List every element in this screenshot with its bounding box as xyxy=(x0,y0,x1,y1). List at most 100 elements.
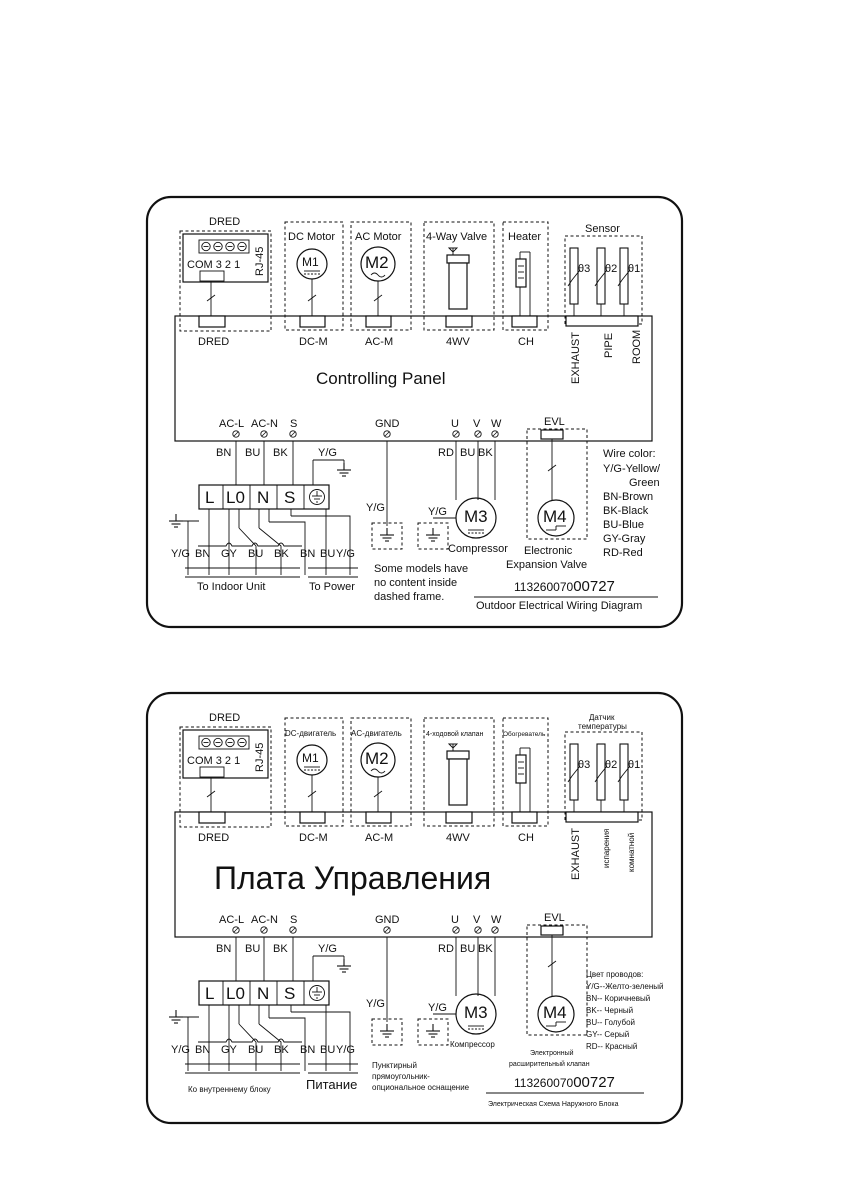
english-rj45-label: RJ-45 xyxy=(254,247,266,276)
english-wiring-diagram: Controlling Panel DRED COM 3 2 1 RJ-45 D… xyxy=(145,195,684,629)
russian-note-2: прямоугольник- xyxy=(372,1072,430,1081)
russian-u-label: U xyxy=(451,914,459,926)
russian-heater-label: Обогреватель xyxy=(503,730,546,738)
russian-m4-label: M4 xyxy=(543,1003,567,1022)
english-term-n: N xyxy=(257,488,269,507)
svg-text:GY-- Серый: GY-- Серый xyxy=(586,1030,629,1039)
english-wire-bk-1: BK xyxy=(274,548,289,560)
russian-wire-yg-gnd: Y/G xyxy=(366,998,385,1010)
english-code: 11326007000727 xyxy=(514,578,615,595)
english-conn-dred: DRED xyxy=(198,336,229,348)
english-wire-yg-gnd: Y/G xyxy=(366,502,385,514)
english-acl-label: AC-L xyxy=(219,418,244,430)
russian-conn-4wv: 4WV xyxy=(446,832,471,844)
english-wire-legend: Wire color: Y/G-Yellow/ Green BN-Brown B… xyxy=(603,448,661,559)
russian-room: комнатной xyxy=(627,833,636,872)
english-com-label: COM 3 2 1 xyxy=(187,259,240,271)
russian-sensor-1: Датчик xyxy=(589,713,615,722)
russian-wire-yg-top: Y/G xyxy=(318,943,337,955)
english-wire-gy: GY xyxy=(221,548,238,560)
english-wire-bn-2: BN xyxy=(300,548,315,560)
english-theta2: θ2 xyxy=(605,263,617,275)
russian-term-l0: L0 xyxy=(226,984,245,1003)
english-v-label: V xyxy=(473,418,481,430)
russian-wire-bn-2: BN xyxy=(300,1044,315,1056)
english-evl-label: EVL xyxy=(544,416,565,428)
english-dc-motor-label: DC Motor xyxy=(288,231,335,243)
russian-conn-dcm: DC-M xyxy=(299,832,328,844)
russian-to-power: Питание xyxy=(306,1077,357,1092)
russian-wire-bn: BN xyxy=(216,943,231,955)
svg-text:Green: Green xyxy=(629,477,660,489)
english-w-label: W xyxy=(491,418,502,430)
english-wire-bu: BU xyxy=(245,447,260,459)
russian-w-label: W xyxy=(491,914,502,926)
english-note-2: no content inside xyxy=(374,577,457,589)
english-wire-yg-2: Y/G xyxy=(336,548,355,560)
svg-text:Wire color:: Wire color: xyxy=(603,448,656,460)
russian-4wv-label: 4-ходовой клапан xyxy=(426,730,484,738)
english-dred-title: DRED xyxy=(209,216,240,228)
russian-pipe: испарения xyxy=(602,829,611,868)
english-sensor-label: Sensor xyxy=(585,223,620,235)
russian-ac-motor-label: AC-двигатель xyxy=(351,729,402,738)
svg-text:BU-Blue: BU-Blue xyxy=(603,519,644,531)
russian-wire-bk-comp: BK xyxy=(478,943,493,955)
english-conn-dcm: DC-M xyxy=(299,336,328,348)
russian-dred-title: DRED xyxy=(209,712,240,724)
russian-term-n: N xyxy=(257,984,269,1003)
russian-exhaust: EXHAUST xyxy=(570,828,582,880)
svg-text:BK-Black: BK-Black xyxy=(603,505,649,517)
english-m3-label: M3 xyxy=(464,507,488,526)
russian-m1-label: M1 xyxy=(302,751,319,765)
russian-theta3: θ3 xyxy=(578,759,590,771)
russian-s-label: S xyxy=(290,914,297,926)
english-acn-label: AC-N xyxy=(251,418,278,430)
english-evalve-2: Expansion Valve xyxy=(506,559,587,571)
svg-text:BN-Brown: BN-Brown xyxy=(603,491,653,503)
russian-wire-yg-1: Y/G xyxy=(171,1044,190,1056)
russian-sensor-2: температуры xyxy=(578,722,627,731)
svg-text:Цвет проводов:: Цвет проводов: xyxy=(586,970,643,979)
english-conn-acm: AC-M xyxy=(365,336,393,348)
english-dred-jack xyxy=(182,233,269,283)
russian-conn-ch: CH xyxy=(518,832,534,844)
english-heater-label: Heater xyxy=(508,231,541,243)
english-wire-bu-2: BU xyxy=(320,548,335,560)
russian-to-indoor: Ко внутреннему блоку xyxy=(188,1085,271,1094)
russian-wire-bu-2: BU xyxy=(320,1044,335,1056)
english-wire-bk-comp: BK xyxy=(478,447,493,459)
english-diagram-title: Outdoor Electrical Wiring Diagram xyxy=(476,600,642,612)
russian-control-panel-box xyxy=(174,811,653,938)
english-wire-yg-top: Y/G xyxy=(318,447,337,459)
english-rj45-pins xyxy=(198,239,250,254)
russian-wire-bn-1: BN xyxy=(195,1044,210,1056)
svg-text:BK-- Черный: BK-- Черный xyxy=(586,1006,633,1015)
english-4wv-symbol xyxy=(446,247,470,310)
english-outer-frame xyxy=(145,195,684,629)
russian-acn-label: AC-N xyxy=(251,914,278,926)
russian-outer-frame xyxy=(145,691,684,1125)
english-m4-label: M4 xyxy=(543,507,567,526)
english-note-1: Some models have xyxy=(374,563,468,575)
english-conn-ch: CH xyxy=(518,336,534,348)
english-conn-4wv: 4WV xyxy=(446,336,471,348)
svg-text:RD-Red: RD-Red xyxy=(603,547,643,559)
english-wire-bn-1: BN xyxy=(195,548,210,560)
english-room: ROOM xyxy=(631,330,643,364)
english-wire-bk: BK xyxy=(273,447,288,459)
russian-rj45-label: RJ-45 xyxy=(254,743,266,772)
russian-wire-bu-1: BU xyxy=(248,1044,263,1056)
russian-compressor-label: Компрессор xyxy=(450,1040,495,1049)
russian-evalve-2: расширительный клапан xyxy=(509,1060,590,1068)
english-heater-symbol xyxy=(515,251,531,316)
english-term-l: L xyxy=(205,488,214,507)
russian-term-s: S xyxy=(284,984,295,1003)
english-terminal-block: L L0 N S xyxy=(198,484,330,510)
english-wire-yg-comp: Y/G xyxy=(428,506,447,518)
svg-text:BU-- Голубой: BU-- Голубой xyxy=(586,1018,635,1027)
english-wire-rd: RD xyxy=(438,447,454,459)
english-gnd-label: GND xyxy=(375,418,400,430)
english-ac-motor-label: AC Motor xyxy=(355,231,402,243)
russian-wire-yg-2: Y/G xyxy=(336,1044,355,1056)
